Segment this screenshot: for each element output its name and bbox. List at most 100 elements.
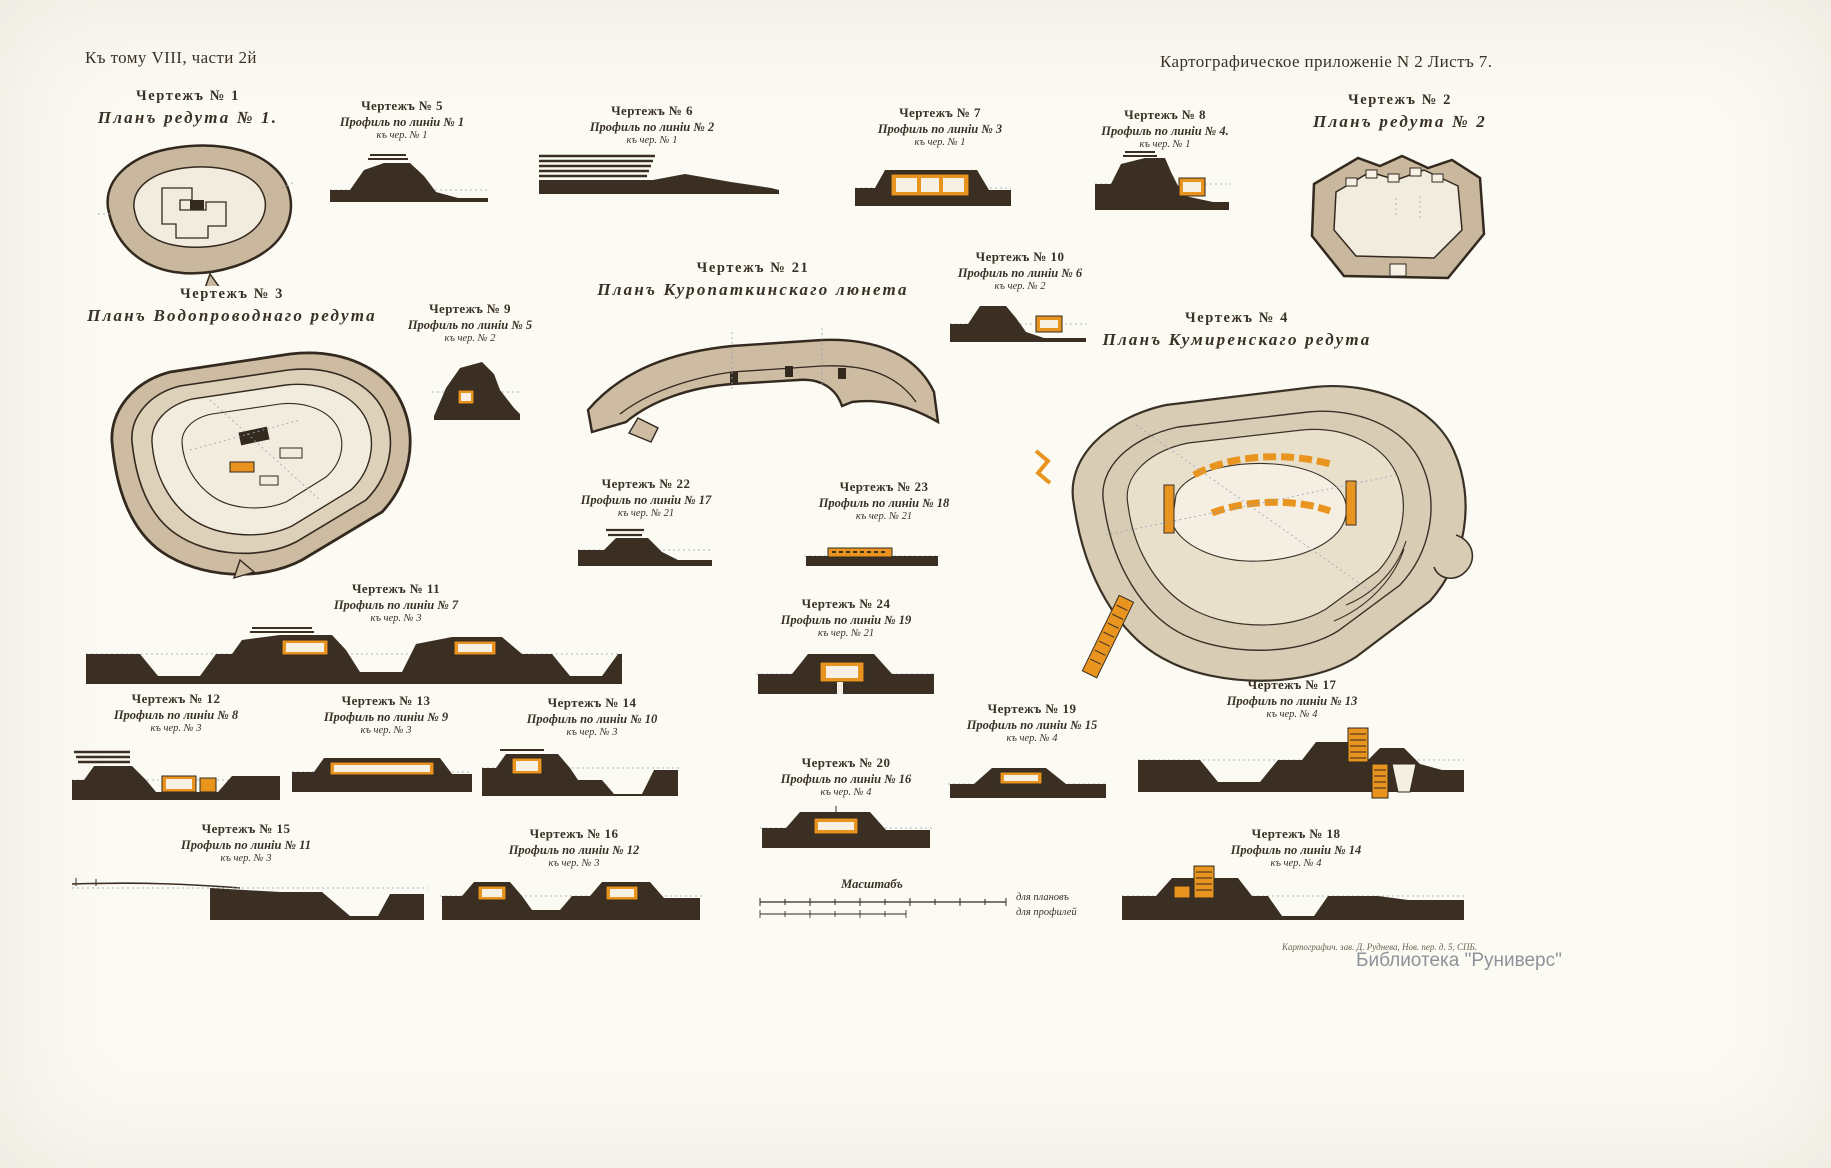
drawing-9-art (430, 342, 524, 426)
drawing-1-title: Чертежъ № 1 (136, 88, 240, 104)
drawing-13-subtitle: Профиль по линіи № 9 (323, 709, 449, 724)
drawing-13-caption: Чертежъ № 13 Профиль по линіи № 9 къ чер… (323, 693, 449, 737)
drawing-17-caption: Чертежъ № 17 Профиль по линіи № 13 къ че… (1226, 677, 1358, 721)
kumirensky-redoubt-plan-drawing (1034, 385, 1474, 682)
profile-line-18-drawing (804, 547, 940, 566)
drawing-7-subtitle: Профиль по линіи № 3 (877, 121, 1003, 136)
drawing-18-subtitle: Профиль по линіи № 14 (1230, 842, 1362, 857)
drawing-13-note: къ чер. № 3 (360, 725, 412, 737)
drawing-19-art (946, 750, 1110, 806)
drawing-6-subtitle: Профиль по линіи № 2 (589, 119, 715, 134)
drawing-5-caption: Чертежъ № 5 Профиль по линіи № 1 къ чер.… (340, 98, 464, 142)
drawing-17-art (1136, 718, 1466, 812)
drawing-17-subtitle: Профиль по линіи № 13 (1226, 693, 1358, 708)
profile-line-5-drawing (432, 362, 522, 420)
drawing-1-subtitle: Планъ редута № 1. (97, 107, 279, 127)
drawing-13-art (290, 740, 474, 802)
drawing-24-subtitle: Профиль по линіи № 19 (780, 612, 912, 627)
drawing-18-note: къ чер. № 4 (1270, 858, 1322, 870)
profile-line-19-drawing (756, 654, 936, 694)
drawing-11-subtitle: Профиль по линіи № 7 (333, 597, 459, 612)
drawing-3-art (90, 330, 428, 582)
drawing-20-note: къ чер. № 4 (820, 787, 872, 799)
profile-line-17-drawing (578, 528, 712, 566)
drawing-12-art (70, 738, 285, 812)
drawing-3-title: Чертежъ № 3 (180, 286, 284, 302)
drawing-5-title: Чертежъ № 5 (361, 98, 443, 113)
drawing-20-caption: Чертежъ № 20 Профиль по линіи № 16 къ че… (781, 755, 912, 799)
drawing-11-art (84, 624, 624, 696)
profile-line-14-drawing (1122, 865, 1466, 920)
profile-line-8-drawing (72, 750, 282, 800)
scale-label-plans: для плановъ (1016, 892, 1069, 903)
profile-line-4-drawing (1095, 151, 1231, 210)
drawing-8-art (1093, 148, 1233, 222)
drawing-9-note: къ чер. № 2 (444, 333, 496, 345)
drawing-4-art (1016, 355, 1490, 693)
profile-line-6-drawing (950, 306, 1088, 342)
drawing-24-note: къ чер. № 21 (817, 628, 875, 640)
drawing-21-art (580, 312, 942, 452)
profile-line-12-drawing (440, 882, 702, 920)
drawing-15-art (70, 858, 430, 926)
drawing-3-subtitle: Планъ Водопроводнаго редута (87, 305, 377, 325)
drawing-23-art (802, 528, 942, 572)
drawing-5-note: къ чер. № 1 (376, 130, 428, 142)
drawing-9-caption: Чертежъ № 9 Профиль по линіи № 5 къ чер.… (407, 301, 533, 345)
drawing-2-title: Чертежъ № 2 (1348, 92, 1452, 108)
profile-line-3-drawing (855, 170, 1011, 206)
header-sheet-title: Картографическое приложеніе N 2 Листъ 7. (1160, 52, 1493, 71)
drawing-18-caption: Чертежъ № 18 Профиль по линіи № 14 къ че… (1230, 826, 1362, 870)
drawing-14-subtitle: Профиль по линіи № 10 (526, 711, 658, 726)
profile-line-9-drawing (292, 758, 472, 792)
drawing-6-caption: Чертежъ № 6 Профиль по линіи № 2 къ чер.… (589, 103, 715, 147)
scale-label-profiles: для профилей (1016, 907, 1077, 919)
redoubt-1-plan-drawing (98, 144, 295, 286)
drawing-23-subtitle: Профиль по линіи № 18 (818, 495, 950, 510)
scale-labels: для плановъ для профилей (1016, 890, 1077, 920)
drawing-6-note: къ чер. № 1 (626, 135, 678, 147)
drawing-2-subtitle: Планъ редута № 2 (1313, 111, 1487, 131)
drawing-8-note: къ чер. № 1 (1139, 139, 1191, 151)
drawing-18-art (1120, 858, 1468, 928)
profile-line-1-drawing (330, 154, 490, 202)
drawing-9-title: Чертежъ № 9 (429, 301, 511, 316)
drawing-22-caption: Чертежъ № 22 Профиль по линіи № 17 къ че… (580, 476, 712, 520)
drawing-11-title: Чертежъ № 11 (351, 581, 440, 596)
drawing-7-art (853, 148, 1013, 216)
drawing-16-title: Чертежъ № 16 (529, 826, 619, 841)
profile-line-13-drawing (1138, 727, 1464, 799)
drawing-1-art (92, 128, 304, 286)
drawing-22-title: Чертежъ № 22 (601, 476, 691, 491)
profile-line-15-drawing (948, 768, 1108, 798)
drawing-15-caption: Чертежъ № 15 Профиль по линіи № 11 къ че… (181, 821, 311, 865)
drawing-12-caption: Чертежъ № 12 Профиль по линіи № 8 къ чер… (114, 691, 238, 735)
drawing-19-title: Чертежъ № 19 (987, 701, 1077, 716)
drawing-22-art (576, 522, 714, 572)
drawing-10-art (948, 294, 1090, 348)
drawing-6-art (535, 144, 783, 202)
drawing-8-title: Чертежъ № 8 (1124, 107, 1206, 122)
drawing-19-note: къ чер. № 4 (1006, 733, 1058, 745)
printer-imprint: Картографич. зав. Д. Руднева, Нов. пер. … (1282, 942, 1478, 952)
drawing-2-art (1300, 138, 1492, 290)
scale-bar-drawing (759, 898, 1007, 918)
drawing-23-note: къ чер. № 21 (855, 511, 913, 523)
drawing-16-subtitle: Профиль по линіи № 12 (508, 842, 640, 857)
drawing-21-caption: Чертежъ № 21 Планъ Куропаткинскаго люнет… (597, 260, 908, 299)
profile-line-16-drawing (760, 806, 932, 848)
drawing-11-caption: Чертежъ № 11 Профиль по линіи № 7 къ чер… (333, 581, 459, 625)
drawing-14-art (480, 740, 682, 802)
drawing-9-subtitle: Профиль по линіи № 5 (407, 317, 533, 332)
drawing-22-subtitle: Профиль по линіи № 17 (580, 492, 712, 507)
drawing-20-art (758, 796, 934, 856)
drawing-23-title: Чертежъ № 23 (839, 479, 929, 494)
drawing-24-title: Чертежъ № 24 (801, 596, 891, 611)
drawing-15-subtitle: Профиль по линіи № 11 (181, 837, 311, 852)
drawing-15-note: къ чер. № 3 (220, 853, 272, 865)
drawing-20-title: Чертежъ № 20 (801, 755, 891, 770)
drawing-2-caption: Чертежъ № 2 Планъ редута № 2 (1313, 92, 1487, 131)
vodoprovodny-redoubt-plan-drawing (110, 351, 412, 580)
drawing-3-caption: Чертежъ № 3 Планъ Водопроводнаго редута (87, 286, 377, 325)
